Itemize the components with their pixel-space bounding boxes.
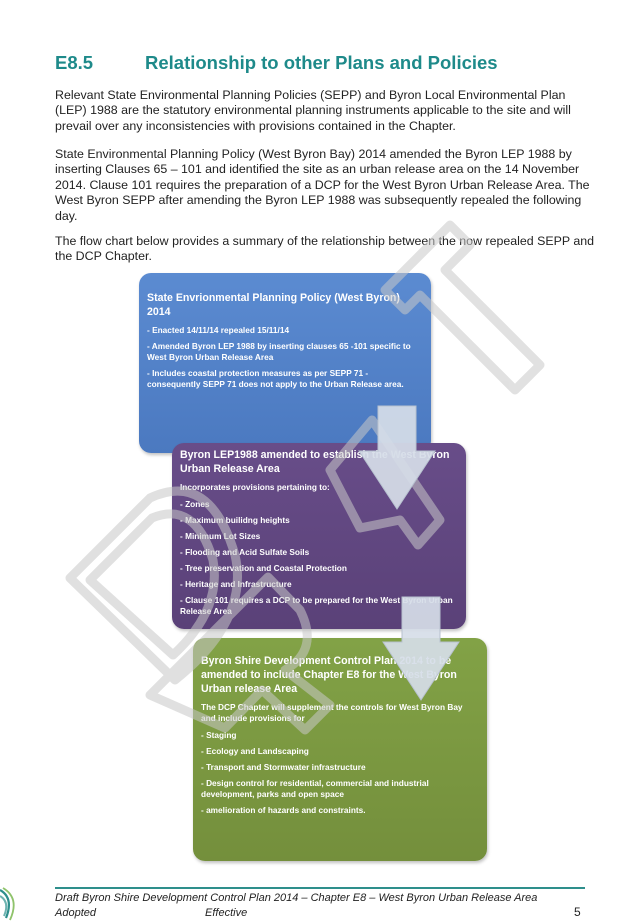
paragraph-sepp-amendment: State Environmental Planning Policy (Wes… [55, 147, 590, 223]
box-item: - Maximum builidng heights [180, 515, 290, 525]
box-item: - Tree preservation and Coastal Protecti… [180, 563, 347, 573]
box-item: - Amended Byron LEP 1988 by inserting cl… [147, 341, 411, 362]
box-item: - Staging [201, 730, 237, 740]
footer-divider [55, 887, 585, 889]
box-item: - Design control for residential, commer… [201, 778, 429, 799]
council-logo-icon [0, 887, 15, 921]
page-number: 5 [574, 905, 581, 919]
paragraph-statutory-instruments: Relevant State Environmental Planning Po… [55, 88, 571, 133]
box-title: State Envrionmental Planning Policy (Wes… [147, 292, 400, 318]
paragraph-flowchart-intro: The flow chart below provides a summary … [55, 234, 595, 264]
box-item: - Includes coastal protection measures a… [147, 368, 404, 389]
section-title: Relationship to other Plans and Policies [145, 52, 498, 73]
flow-arrow-icon [382, 596, 460, 701]
footer-effective-label: Effective [205, 907, 248, 919]
footer-document-title: Draft Byron Shire Development Control Pl… [55, 892, 538, 904]
footer-adopted-label: Adopted [55, 907, 96, 919]
box-item: - amelioration of hazards and constraint… [201, 805, 366, 815]
flow-arrow-icon [358, 405, 436, 510]
box-item: - Enacted 14/11/14 repealed 15/11/14 [147, 325, 290, 335]
box-item: - Heritage and Infrastructure [180, 579, 292, 589]
box-intro: The DCP Chapter will supplement the cont… [201, 702, 463, 723]
box-item: - Transport and Stormwater infrastructur… [201, 762, 366, 772]
section-number: E8.5 [55, 52, 94, 73]
box-item: - Ecology and Landscaping [201, 746, 309, 756]
box-intro: Incorporates provisions pertaining to: [180, 482, 330, 492]
box-item: - Flooding and Acid Sulfate Soils [180, 547, 310, 557]
section-heading: E8.5 Relationship to other Plans and Poli… [55, 52, 595, 74]
box-item: - Minimum Lot Sizes [180, 531, 261, 541]
